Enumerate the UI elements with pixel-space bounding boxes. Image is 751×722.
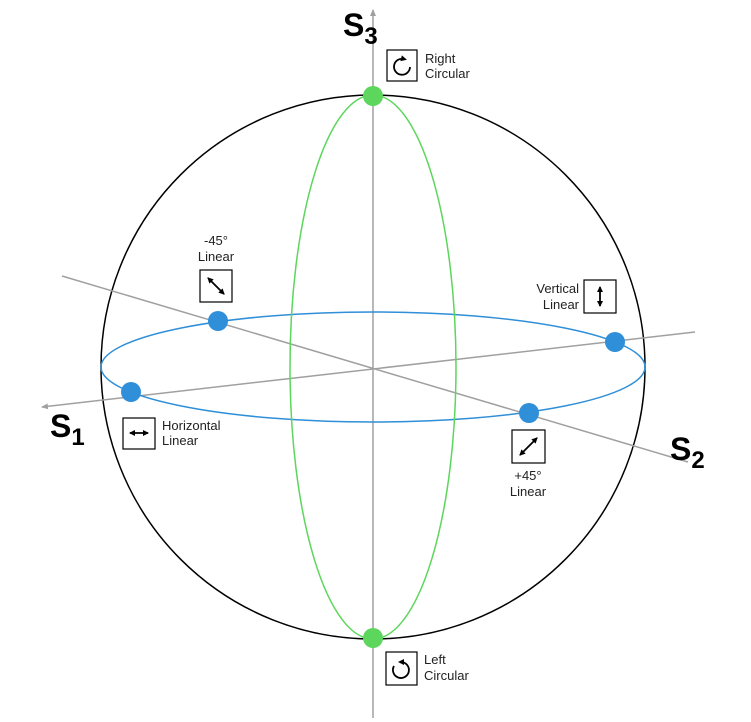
plus45-linear-line1: +45° bbox=[514, 468, 541, 483]
plus45-linear-label-group: +45° Linear bbox=[510, 429, 547, 499]
point-minus45-linear bbox=[208, 311, 228, 331]
clockwise-arc bbox=[393, 55, 411, 76]
point-vertical-linear bbox=[605, 332, 625, 352]
point-right-circular bbox=[363, 86, 383, 106]
horizontal-linear-line1: Horizontal bbox=[162, 418, 221, 433]
vertical-linear-label-group: Vertical Linear bbox=[536, 279, 617, 314]
s2-axis bbox=[61, 275, 689, 463]
plus45-arrow bbox=[519, 437, 538, 456]
vertical-linear-line1: Vertical bbox=[536, 281, 579, 296]
s1-axis bbox=[41, 331, 696, 410]
s3-axis-label: S3 bbox=[343, 7, 378, 50]
minus45-linear-line1: -45° bbox=[204, 233, 228, 248]
minus45-arrow bbox=[207, 277, 225, 295]
vertical-double-arrow-icon bbox=[583, 279, 617, 314]
right-circular-line2: Circular bbox=[425, 66, 470, 81]
minus45-linear-line2: Linear bbox=[198, 249, 235, 264]
s1-axis-label: S1 bbox=[50, 408, 85, 451]
s2-axis-label: S2 bbox=[670, 431, 705, 474]
minus45-linear-label-group: -45° Linear bbox=[198, 233, 235, 303]
horizontal-linear-line2: Linear bbox=[162, 433, 199, 448]
horizontal-linear-label-group: Horizontal Linear bbox=[122, 417, 221, 450]
point-plus45-linear bbox=[519, 403, 539, 423]
plus45-linear-line2: Linear bbox=[510, 484, 547, 499]
point-left-circular bbox=[363, 628, 383, 648]
vertical-linear-line2: Linear bbox=[543, 297, 580, 312]
point-horizontal-linear bbox=[121, 382, 141, 402]
left-circular-line2: Circular bbox=[424, 668, 469, 683]
counterclockwise-arc bbox=[392, 659, 410, 679]
left-circular-label-group: Left Circular bbox=[385, 651, 469, 686]
left-circular-line1: Left bbox=[424, 652, 446, 667]
equator-ellipse bbox=[100, 311, 646, 423]
right-circular-line1: Right bbox=[425, 51, 456, 66]
counterclockwise-circle-arrow-icon bbox=[385, 651, 418, 686]
right-circular-label-group: Right Circular bbox=[386, 49, 470, 82]
clockwise-circle-arrow-icon bbox=[386, 49, 418, 82]
